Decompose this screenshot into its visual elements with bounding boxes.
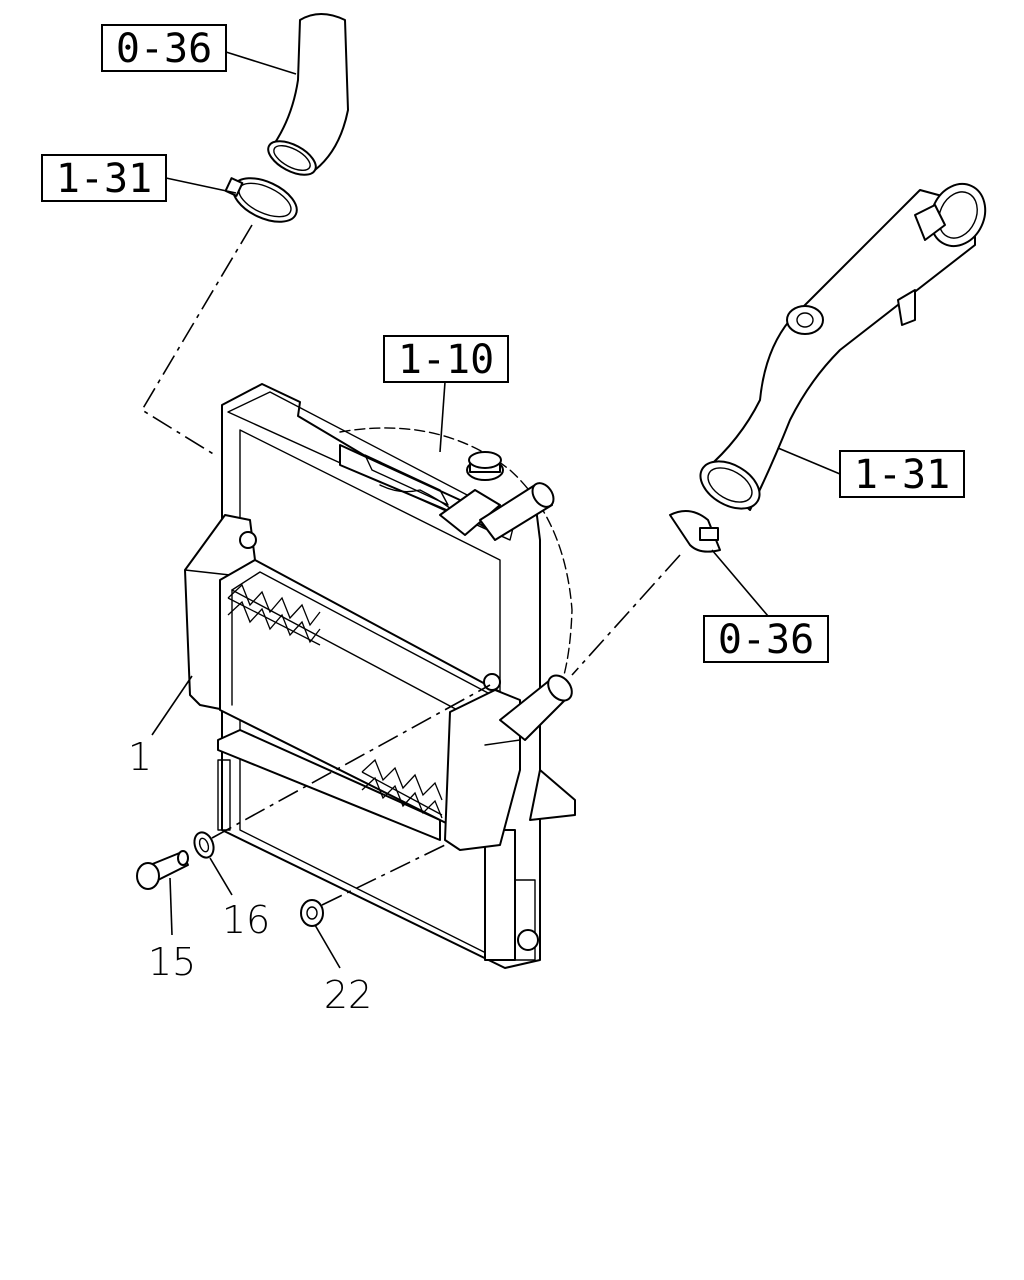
washer	[193, 831, 215, 859]
right-pipe-center-line	[571, 554, 681, 676]
bolt	[136, 850, 189, 890]
leader-nut	[314, 924, 341, 969]
ref-label-right-pipe: 1-31	[854, 452, 950, 498]
part-number-washer: 16	[222, 898, 270, 942]
ref-box-radiator[interactable]: 1-10	[383, 335, 509, 383]
ref-box-top-clamp[interactable]: 1-31	[41, 154, 167, 202]
top-hose-center-line	[140, 224, 253, 456]
washer-center-line	[211, 684, 491, 839]
ref-box-top-hose[interactable]: 0-36	[101, 24, 227, 72]
leader-radiator	[439, 381, 446, 453]
leader-right-clamp	[711, 549, 769, 617]
part-number-nut: 22	[324, 973, 372, 1017]
leader-top-hose	[225, 51, 297, 75]
ref-label-right-clamp: 0-36	[718, 617, 814, 663]
leader-washer	[209, 857, 233, 896]
ref-box-right-clamp[interactable]: 0-36	[703, 615, 829, 663]
ref-label-top-clamp: 1-31	[56, 156, 152, 202]
leader-bolt	[169, 877, 173, 936]
nut-center-line	[321, 844, 446, 906]
part-number-intercooler: 1	[128, 735, 152, 779]
leader-intercooler	[151, 675, 193, 736]
right-pipe	[699, 182, 987, 511]
nut	[300, 899, 324, 927]
leader-top-clamp	[165, 177, 237, 194]
part-number-bolt: 15	[148, 940, 196, 984]
ref-box-right-pipe[interactable]: 1-31	[839, 450, 965, 498]
top-clamp	[224, 177, 298, 223]
ref-label-top-hose: 0-36	[116, 26, 212, 72]
leader-right-pipe	[777, 447, 841, 475]
ref-label-radiator: 1-10	[398, 337, 494, 383]
top-hose	[267, 13, 349, 176]
right-clamp	[669, 510, 721, 553]
intercooler	[184, 514, 573, 851]
